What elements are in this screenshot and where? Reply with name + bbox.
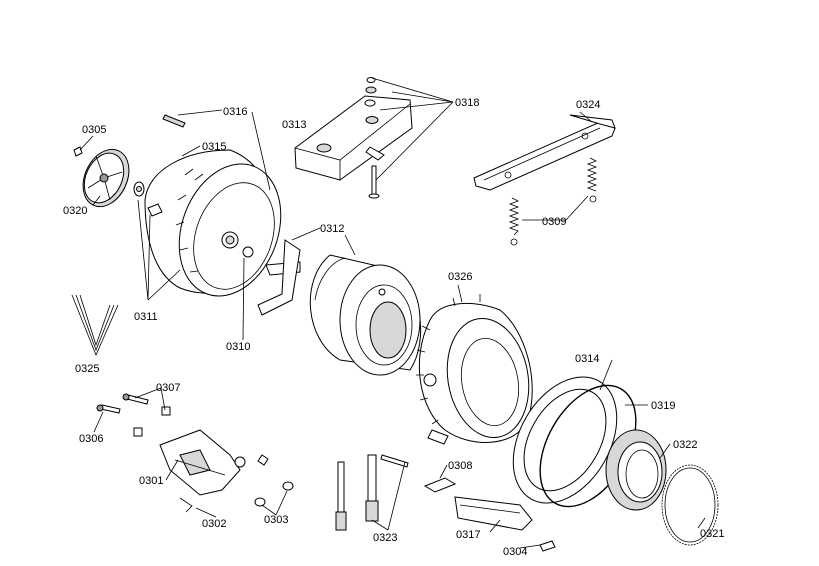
label-0301: 0301	[139, 475, 163, 487]
label-0318: 0318	[455, 97, 479, 109]
label-0314: 0314	[575, 353, 599, 365]
label-0310: 0310	[226, 341, 250, 353]
shock-absorber-part	[335, 454, 409, 531]
label-0320: 0320	[63, 205, 87, 217]
label-0319: 0319	[651, 400, 675, 412]
label-0304: 0304	[503, 546, 527, 558]
label-0311: 0311	[134, 311, 158, 323]
label-0307: 0307	[156, 382, 180, 394]
label-0315: 0315	[202, 141, 226, 153]
clamp-ring-part	[661, 464, 719, 546]
pulley-part	[73, 146, 145, 208]
label-0313: 0313	[282, 119, 306, 131]
bellow-ring-part	[605, 429, 667, 511]
label-0302: 0302	[202, 518, 226, 530]
drum-part	[257, 239, 422, 376]
spring-part	[508, 157, 598, 246]
counterweight-top-part	[294, 77, 413, 199]
clip-part	[423, 477, 457, 493]
nuts-part	[254, 481, 294, 507]
part-labels: 0316 0305 0315 0320 0311 0310 0312 0313 …	[63, 97, 724, 558]
label-0309: 0309	[542, 216, 566, 228]
sensor-part	[539, 540, 556, 552]
label-0312: 0312	[320, 223, 344, 235]
belt-part	[71, 294, 119, 357]
label-0323: 0323	[373, 532, 397, 544]
label-0326: 0326	[448, 271, 472, 283]
front-tub-part	[416, 294, 533, 445]
label-0316: 0316	[223, 106, 247, 118]
label-0303: 0303	[264, 514, 288, 526]
label-0324: 0324	[576, 99, 600, 111]
top-bracket-part	[473, 114, 616, 191]
door-seal-part	[512, 376, 618, 504]
label-0306: 0306	[79, 433, 103, 445]
heater-part	[454, 496, 533, 531]
label-0308: 0308	[448, 460, 472, 472]
label-0321: 0321	[700, 528, 724, 540]
rear-tub-part	[144, 114, 282, 297]
label-0305: 0305	[82, 124, 106, 136]
leader-lines	[79, 77, 706, 549]
label-0317: 0317	[456, 529, 480, 541]
label-0322: 0322	[673, 439, 697, 451]
motor-mount-part	[159, 429, 269, 513]
screws-part	[96, 393, 171, 437]
label-0325: 0325	[75, 363, 99, 375]
